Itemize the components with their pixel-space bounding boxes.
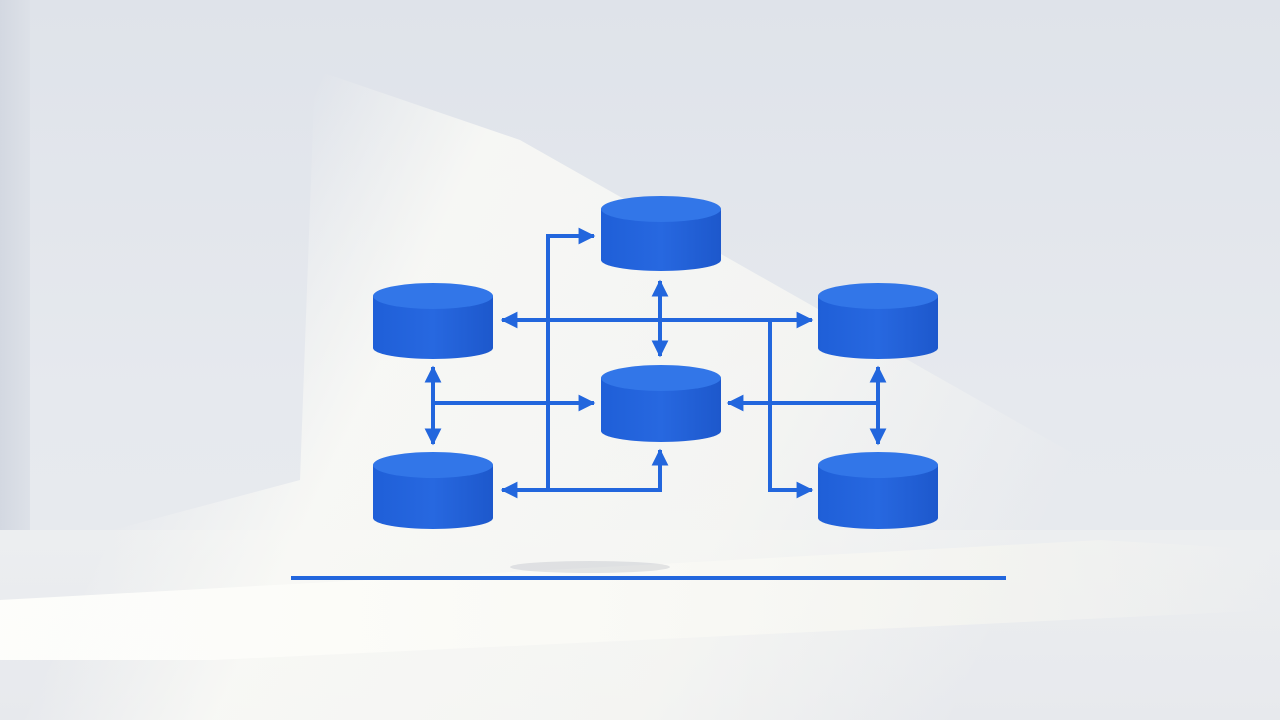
database-node-center <box>601 365 721 442</box>
database-icon <box>818 283 938 359</box>
database-node-bottom-right <box>818 452 938 529</box>
database-icon <box>601 365 721 442</box>
ground-shadow <box>510 561 670 573</box>
database-node-middle-right <box>818 283 938 359</box>
edge-trunk-bottom-right <box>768 318 814 499</box>
database-icon <box>601 196 721 271</box>
database-node-top-center <box>601 196 721 271</box>
wall-shadow <box>0 0 30 540</box>
connector-lines <box>424 227 887 499</box>
edge-trunk-top-center <box>546 227 596 490</box>
edge-trunk-center <box>546 448 669 492</box>
database-icon <box>373 283 493 359</box>
database-node-bottom-left <box>373 452 493 529</box>
database-icon <box>373 452 493 529</box>
database-icon <box>818 452 938 529</box>
database-node-middle-left <box>373 283 493 359</box>
